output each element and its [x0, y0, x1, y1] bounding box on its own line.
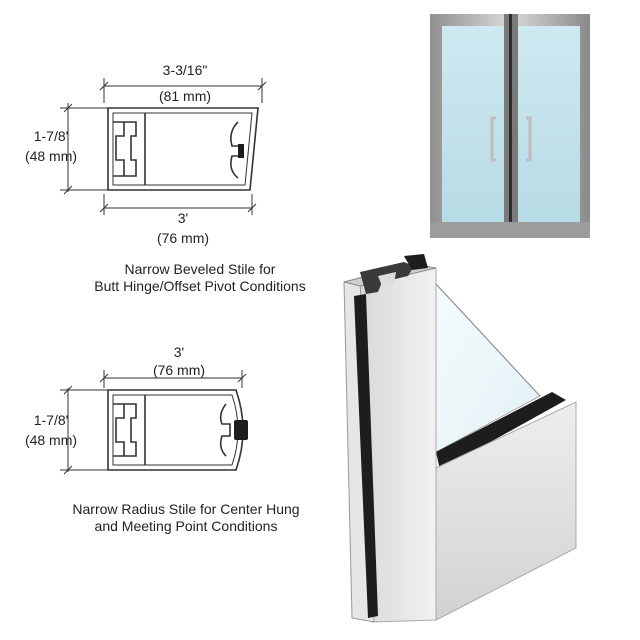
radius-profile-shape [107, 389, 244, 471]
top-bottom-imperial: 3' [177, 210, 189, 226]
top-height-metric: (48 mm) [24, 148, 78, 164]
bottom-width-metric: (76 mm) [152, 362, 206, 378]
bottom-height-metric: (48 mm) [24, 432, 78, 448]
top-width-metric: (81 mm) [158, 88, 212, 104]
bottom-caption-line1: Narrow Radius Stile for Center Hung [72, 501, 300, 517]
door-handles [490, 116, 532, 162]
top-caption-line2: Butt Hinge/Offset Pivot Conditions [94, 278, 306, 294]
top-bottom-metric: (76 mm) [156, 230, 210, 246]
beveled-profile-shape [107, 107, 259, 191]
beveled-gasket [238, 144, 244, 158]
top-caption-line1: Narrow Beveled Stile for [124, 261, 276, 277]
bottom-caption-line2: and Meeting Point Conditions [94, 518, 278, 534]
radius-gasket [234, 420, 248, 440]
bottom-width-imperial: 3' [173, 344, 185, 360]
top-width-imperial: 3-3/16" [162, 62, 208, 78]
bottom-height-imperial: 1-7/8' [33, 412, 69, 428]
top-height-imperial: 1-7/8' [33, 128, 69, 144]
